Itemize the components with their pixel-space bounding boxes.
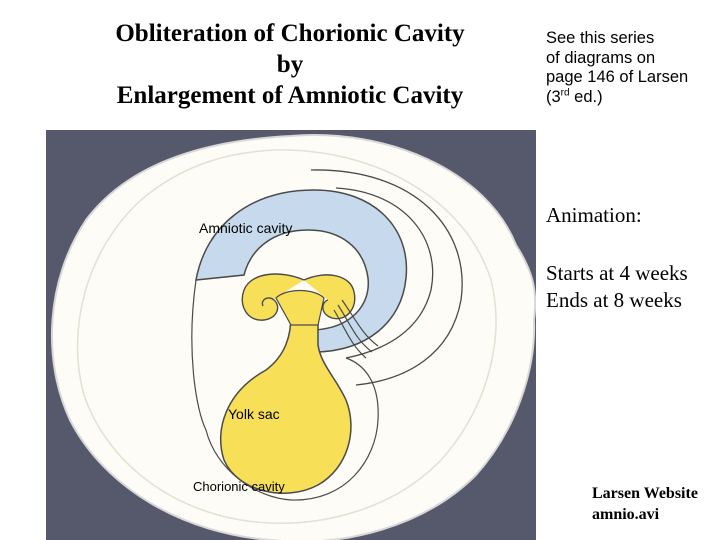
note-edition-sup: rd [560, 87, 570, 98]
title-line-2: by [276, 51, 304, 78]
website-name[interactable]: Larsen Website [592, 485, 698, 502]
label-chorionic-cavity: Chorionic cavity [193, 479, 285, 494]
video-filename[interactable]: amnio.avi [592, 506, 660, 523]
label-yolk-sac: Yolk sac [228, 406, 280, 422]
embryo-cranial-fold [241, 273, 305, 321]
connecting-stalk [333, 299, 379, 359]
note-line-4: (3rd ed.) [546, 88, 716, 108]
note-edition-prefix: (3 [546, 87, 561, 106]
note-line-1: See this series [546, 29, 655, 47]
chorion-guide-line [335, 187, 434, 359]
title-line-3: Enlargement of Amniotic Cavity [116, 82, 464, 109]
label-amniotic-cavity: Amniotic cavity [199, 220, 293, 236]
note-edition-suffix: ed.) [569, 87, 603, 106]
embryo-diagram: Amniotic cavity Yolk sac Chorionic cavit… [46, 130, 536, 540]
embryo-diagram-svg [46, 130, 536, 540]
chorion-guide-line-outer [310, 169, 463, 386]
animation-heading: Animation: [546, 203, 642, 227]
embryo-caudal-fold [303, 274, 356, 320]
chorion-inner-line [76, 149, 497, 524]
animation-start: Starts at 4 weeks [546, 261, 688, 285]
website-reference[interactable]: Larsen Website amnio.avi [592, 483, 698, 525]
reference-note: See this series of diagrams on page 146 … [546, 29, 716, 107]
amniotic-cavity [195, 189, 408, 353]
yolk-sac [220, 314, 352, 494]
note-line-2: of diagrams on [546, 48, 656, 67]
embryo-body [275, 289, 325, 326]
note-line-3: page 146 of Larsen [546, 68, 689, 86]
animation-timing: Starts at 4 weeks Ends at 8 weeks [546, 260, 688, 314]
title-line-1: Obliteration of Chorionic Cavity [115, 20, 465, 47]
slide-title: Obliteration of Chorionic Cavity by Enla… [80, 18, 500, 111]
exocoelom-outline [191, 279, 379, 501]
animation-end: Ends at 8 weeks [546, 288, 682, 312]
